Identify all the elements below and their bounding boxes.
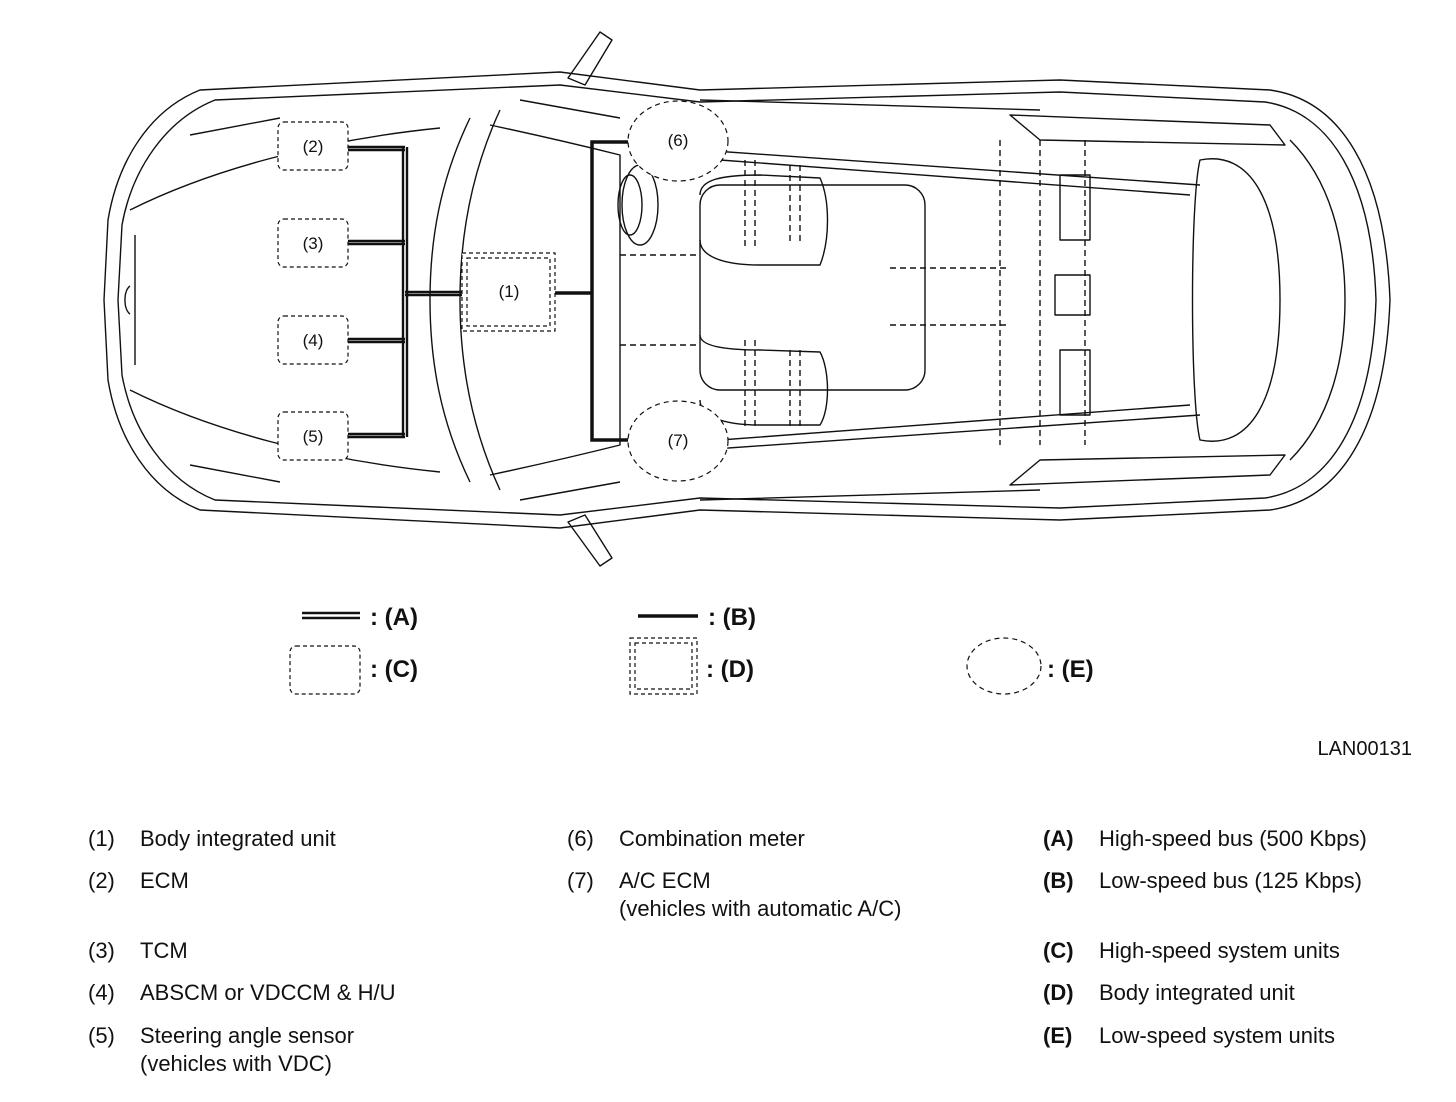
- key-num: (1): [88, 826, 115, 851]
- key-text: Low-speed bus (125 Kbps): [1099, 868, 1362, 893]
- legend-high-speed-bus-symbol: [302, 611, 360, 620]
- node-label-2: (2): [303, 137, 324, 156]
- key-text: Steering angle sensor (vehicles with VDC…: [140, 1022, 354, 1078]
- low-speed-bus-lines: [555, 140, 630, 442]
- key-text: ECM: [140, 868, 189, 893]
- key-num: (7): [567, 868, 594, 893]
- legend-label-c: : (C): [370, 656, 418, 683]
- legend-label-d: : (D): [706, 656, 754, 683]
- legend-body-unit-symbol: [629, 637, 698, 695]
- key-num: (5): [88, 1023, 115, 1048]
- key-text: ABSCM or VDCCM & H/U: [140, 980, 396, 1005]
- legend-high-speed-unit-symbol: [289, 645, 361, 695]
- key-item-7: (7) A/C ECM (vehicles with automatic A/C…: [567, 867, 1007, 923]
- key-text: A/C ECM (vehicles with automatic A/C): [619, 867, 901, 923]
- key-text-line1: Steering angle sensor: [140, 1023, 355, 1048]
- key-num: (B): [1043, 868, 1074, 893]
- key-num: (C): [1043, 938, 1074, 963]
- node-label-7: (7): [668, 431, 689, 450]
- key-num: (2): [88, 868, 115, 893]
- key-item-5: (5) Steering angle sensor (vehicles with…: [88, 1022, 528, 1078]
- node-label-5: (5): [303, 427, 324, 446]
- node-label-4: (4): [303, 331, 324, 350]
- node-label-1: (1): [499, 282, 520, 301]
- legend: : (A) : (B) : (C) : (D) : (E): [289, 604, 1094, 695]
- node-label-3: (3): [303, 234, 324, 253]
- key-text: High-speed system units: [1099, 938, 1340, 963]
- key-text: High-speed bus (500 Kbps): [1099, 826, 1367, 851]
- body-integrated-unit-box: [461, 252, 556, 332]
- node-label-6: (6): [668, 131, 689, 150]
- key-text: Low-speed system units: [1099, 1023, 1335, 1048]
- key-num: (6): [567, 826, 594, 851]
- key-text: TCM: [140, 938, 188, 963]
- key-text: Body integrated unit: [140, 826, 336, 851]
- car-outline: [103, 31, 1391, 567]
- legend-label-b: : (B): [708, 604, 756, 631]
- legend-low-speed-unit-symbol: [966, 637, 1042, 695]
- key-num: (A): [1043, 826, 1074, 851]
- high-speed-system-units: [277, 121, 349, 461]
- key-num: (4): [88, 980, 115, 1005]
- key-text-line2: (vehicles with automatic A/C): [619, 896, 902, 921]
- key-text-line1: A/C ECM: [619, 868, 711, 893]
- legend-label-e: : (E): [1047, 656, 1094, 683]
- key-text: Body integrated unit: [1099, 980, 1295, 1005]
- legend-label-a: : (A): [370, 604, 418, 631]
- figure-code: LAN00131: [1317, 738, 1412, 760]
- low-speed-system-units: [627, 100, 729, 482]
- high-speed-bus-lines: [348, 145, 462, 439]
- key-text: Combination meter: [619, 826, 805, 851]
- key-num: (D): [1043, 980, 1074, 1005]
- key-num: (3): [88, 938, 115, 963]
- key-text-line2: (vehicles with VDC): [140, 1051, 332, 1076]
- key-num: (E): [1043, 1023, 1073, 1048]
